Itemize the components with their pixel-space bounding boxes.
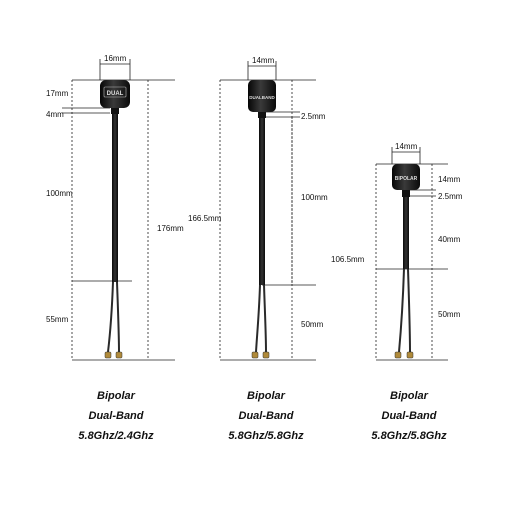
coax-cable [407,268,411,353]
ufl-connector [104,351,112,359]
antenna-1: 16mm 17mm 4mm 100mm 176mm 55mm DUAL [46,54,184,361]
cap-height-label: 14mm [438,175,461,184]
stem-length-label: 40mm [438,235,461,244]
antenna-3-caption: Bipolar Dual-Band 5.8Ghz/5.8Ghz [344,386,474,446]
antenna-cap [392,164,420,190]
antenna-2-caption: Bipolar Dual-Band 5.8Ghz/5.8Ghz [201,386,331,446]
coax-cable [263,284,267,353]
antenna-2: 14mm 2.5mm 166.5mm 100mm 50mm DUALBAND [188,56,328,361]
caption-frequency: 5.8Ghz/5.8Ghz [371,430,447,442]
total-length-label: 106.5mm [331,255,365,264]
coax-cable [116,281,120,353]
cap-logo-text: BIPOLAR [395,176,418,182]
antenna-cap [248,80,276,112]
cap-height-label: 17mm [46,89,69,98]
stem-length-label: 100mm [46,189,73,198]
caption-frequency: 5.8Ghz/5.8Ghz [228,430,304,442]
ufl-connector [394,351,402,359]
neck-height-label: 2.5mm [301,112,326,121]
coax-cable [398,268,405,353]
caption-band: Dual-Band [238,410,294,422]
cap-logo-text: DUAL [107,91,124,97]
cable-length-label: 55mm [46,315,69,324]
width-label: 14mm [395,142,418,151]
neck-height-label: 2.5mm [438,192,463,201]
neck-height-label: 4mm [46,110,64,119]
coax-cable [107,281,114,353]
total-length-label: 176mm [157,224,184,233]
total-length-label: 166.5mm [188,214,222,223]
cable-length-label: 50mm [301,320,324,329]
width-label: 14mm [252,56,275,65]
ufl-connector [115,351,123,359]
antenna-3: 14mm 14mm 2.5mm 40mm 106.5mm 50mm BIPOLA… [331,142,463,361]
stem-length-label: 100mm [301,193,328,202]
ufl-connector [262,351,270,359]
caption-type: Bipolar [97,390,135,402]
caption-band: Dual-Band [88,410,144,422]
antenna-stem [259,118,265,285]
caption-frequency: 5.8Ghz/2.4Ghz [78,430,154,442]
caption-band: Dual-Band [381,410,437,422]
cable-length-label: 50mm [438,310,461,319]
caption-type: Bipolar [247,390,285,402]
ufl-connector [251,351,259,359]
cap-logo-text: DUALBAND [249,95,275,100]
width-label: 16mm [104,54,127,63]
coax-cable [255,284,261,353]
caption-type: Bipolar [390,390,428,402]
ufl-connector [406,351,414,359]
antenna-stem [403,197,409,269]
antenna-stem [112,114,118,282]
antenna-1-caption: Bipolar Dual-Band 5.8Ghz/2.4Ghz [51,386,181,446]
